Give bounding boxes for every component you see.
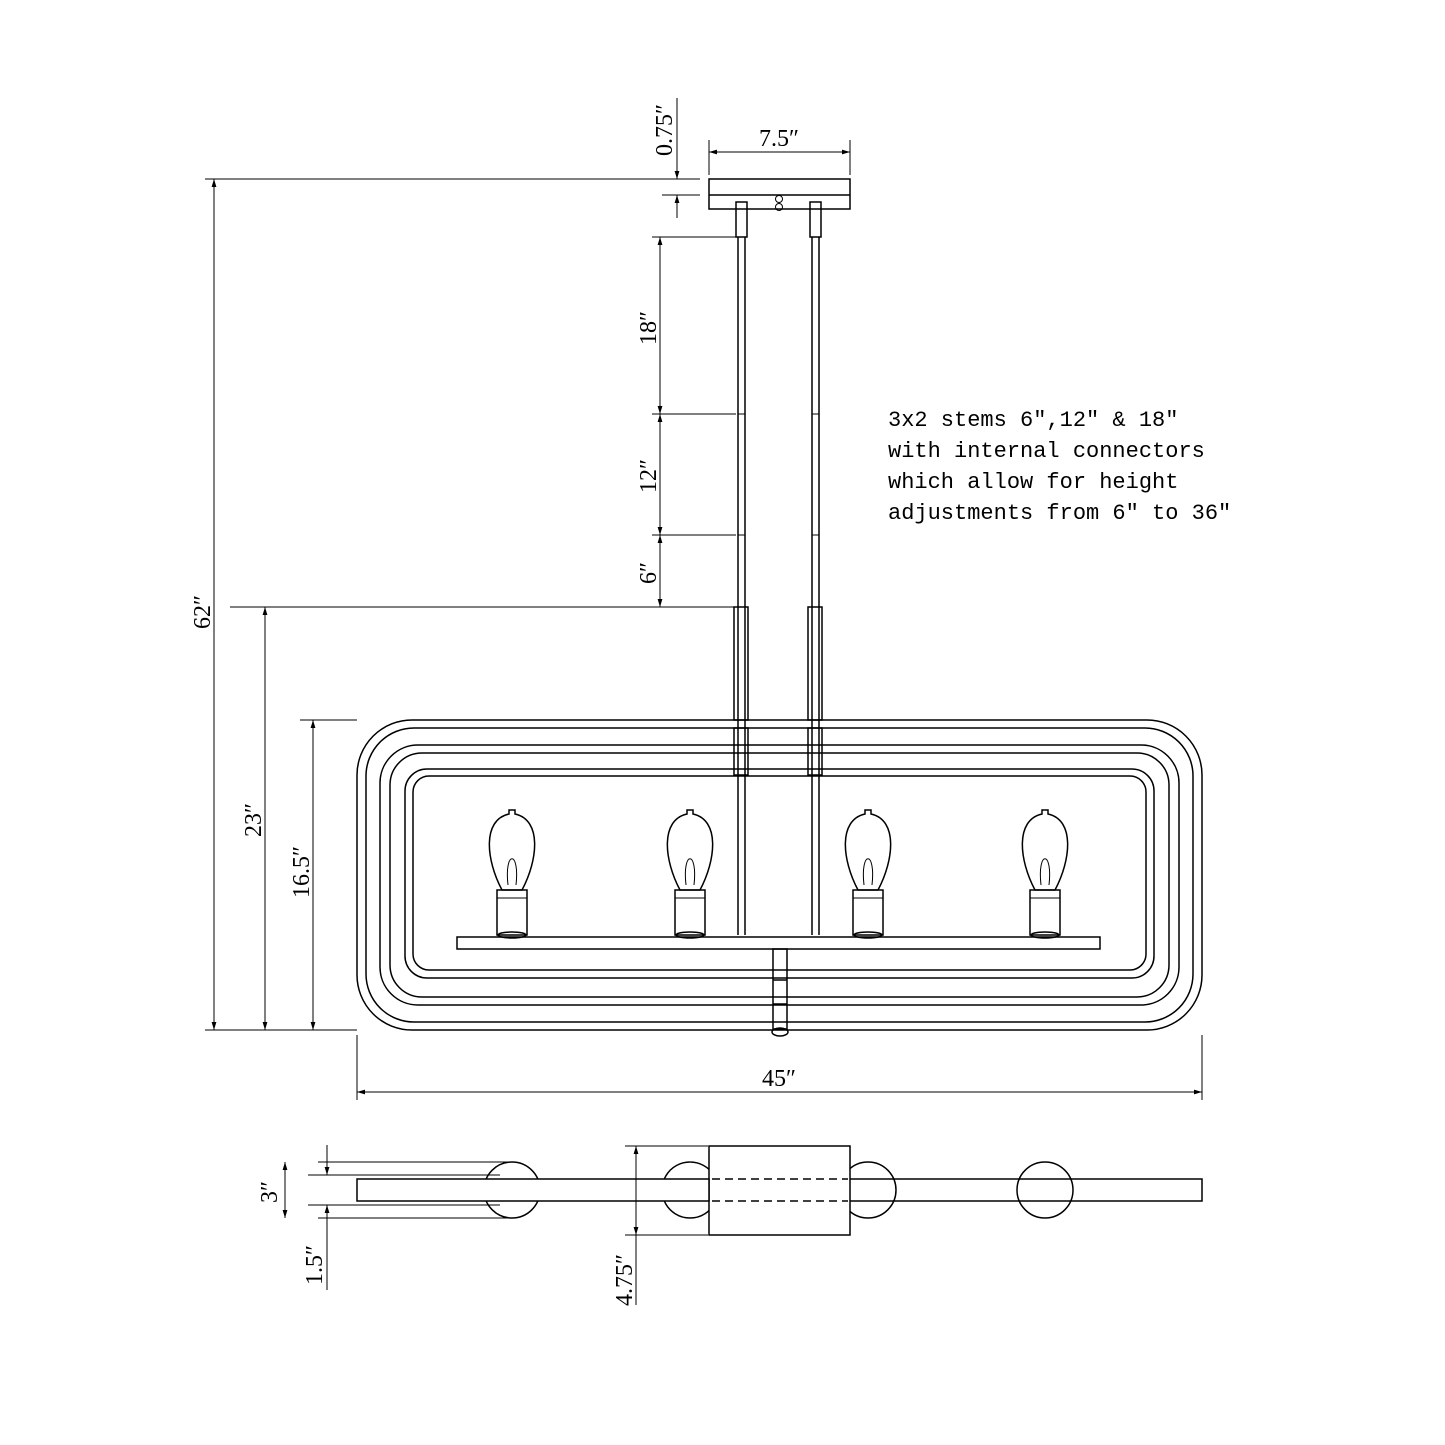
bar-depth-label: 1.5″ xyxy=(302,1245,328,1285)
note-line: with internal connectors xyxy=(888,439,1205,464)
stem-note: 3x2 stems 6″,12″ & 18″ with internal con… xyxy=(888,408,1231,526)
center-post xyxy=(771,948,789,1037)
stem-18-label: 18″ xyxy=(636,311,662,345)
canopy-height-label: 0.75″ xyxy=(652,104,678,156)
overall-width-label: 45″ xyxy=(762,1066,796,1092)
dimension-lines xyxy=(211,98,1202,1095)
lamp-bar xyxy=(456,936,1101,950)
stem-12-label: 12″ xyxy=(636,459,662,493)
fixture-height-label: 23″ xyxy=(241,803,267,837)
edison-bulb xyxy=(488,809,536,939)
stems xyxy=(733,201,823,935)
canopy-width-label: 7.5″ xyxy=(759,126,799,152)
canopy-depth-label: 4.75″ xyxy=(612,1254,638,1306)
frame-height-label: 16.5″ xyxy=(289,846,315,898)
bulbs xyxy=(488,809,1069,939)
frame xyxy=(356,719,1203,1031)
edison-bulb xyxy=(844,809,892,939)
stem-6-label: 6″ xyxy=(636,562,662,584)
note-line: 3x2 stems 6″,12″ & 18″ xyxy=(888,408,1178,433)
note-line: adjustments from 6″ to 36″ xyxy=(888,501,1231,526)
depth-3-label: 3″ xyxy=(257,1181,283,1203)
edison-bulb xyxy=(1021,809,1069,939)
extension-lines xyxy=(205,140,1203,1100)
top-view xyxy=(282,1145,1203,1305)
note-line: which allow for height xyxy=(888,470,1178,495)
edison-bulb xyxy=(666,809,714,939)
canopy xyxy=(708,178,851,211)
overall-height-label: 62″ xyxy=(190,595,216,629)
